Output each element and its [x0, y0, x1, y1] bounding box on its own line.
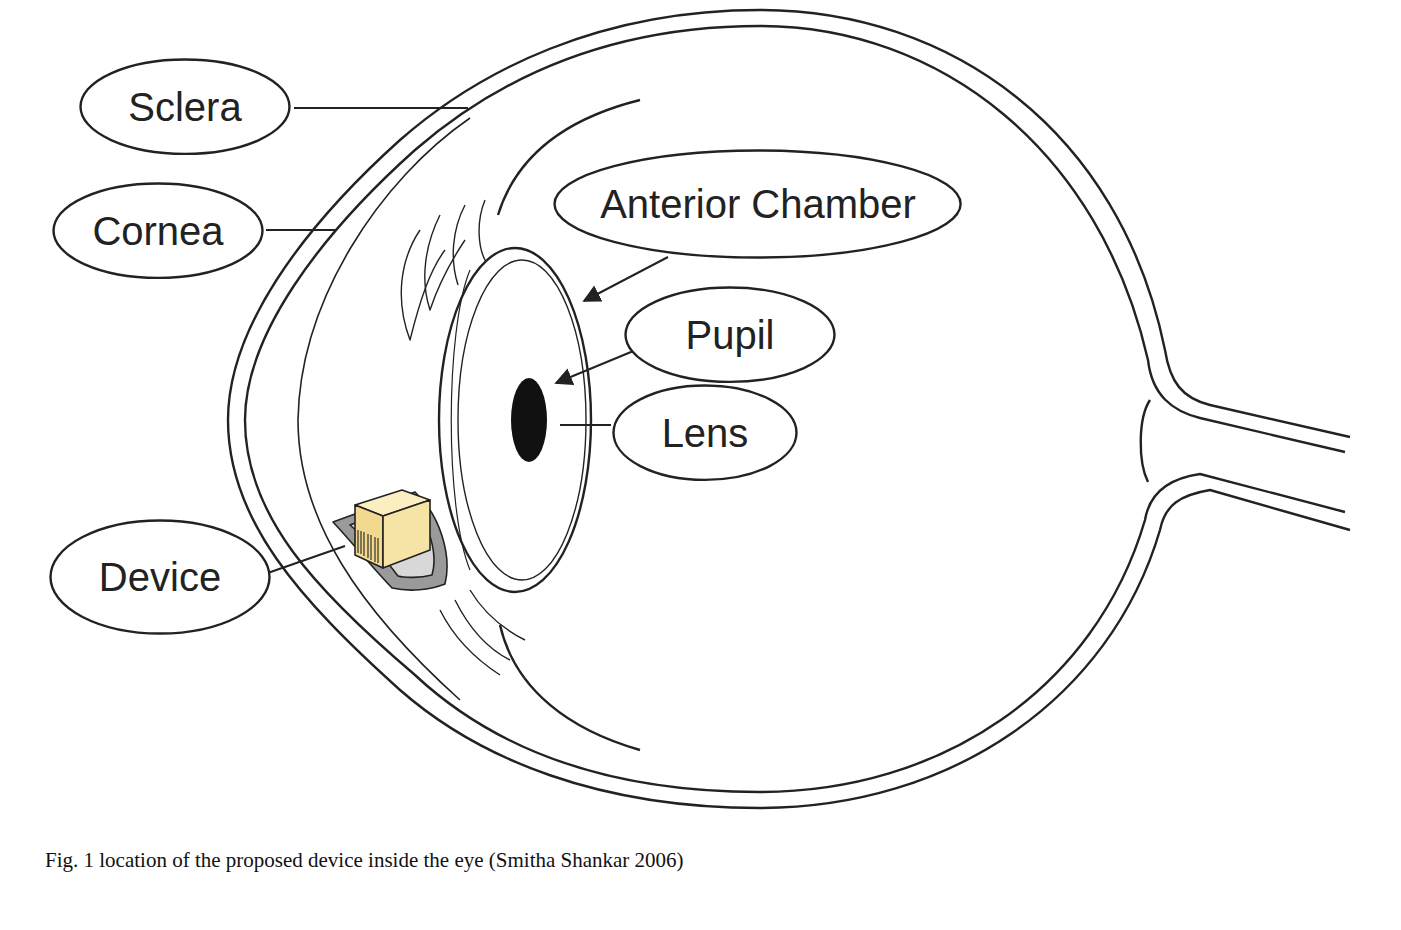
ciliary-fold	[453, 205, 465, 285]
label-ellipse: Anterior Chamber	[553, 149, 962, 259]
vitreous-boundary	[500, 625, 640, 750]
optic-junction	[1141, 400, 1150, 482]
device-front	[355, 505, 383, 568]
label-ellipse: Cornea	[52, 182, 264, 279]
label-ellipse: Pupil	[624, 286, 836, 383]
leader-line	[294, 107, 468, 109]
ellipse-shape	[626, 288, 835, 382]
ellipse-shape	[81, 60, 290, 154]
label-ellipse: Sclera	[79, 58, 291, 155]
label-text: Sclera	[128, 84, 241, 130]
leader-line	[262, 546, 345, 575]
ellipse-shape	[555, 151, 961, 258]
lens-disk	[439, 248, 591, 592]
ellipse-shape	[51, 521, 270, 634]
label-text: Cornea	[92, 208, 223, 254]
ciliary-fold	[455, 600, 510, 660]
device-side	[383, 500, 430, 568]
ciliary-fold	[440, 610, 500, 675]
ellipse-shape	[614, 386, 797, 480]
leader-line	[584, 257, 668, 301]
leader-line	[560, 424, 611, 426]
label-text: Lens	[662, 410, 749, 456]
label-text: Device	[99, 554, 221, 600]
leader-line	[266, 229, 336, 231]
label-text: Anterior Chamber	[600, 181, 916, 227]
ellipse-shape	[54, 184, 263, 278]
ciliary-fold	[479, 200, 486, 262]
ciliary-fold	[470, 590, 525, 640]
figure-caption: Fig. 1 location of the proposed device i…	[45, 848, 684, 873]
label-ellipse: Lens	[612, 384, 798, 481]
label-ellipse: Device	[49, 519, 271, 635]
device-implant	[333, 490, 447, 590]
label-text: Pupil	[686, 312, 775, 358]
ciliary-fold	[425, 215, 465, 310]
lens-rim	[458, 260, 586, 580]
lens-rim	[451, 270, 470, 570]
device-barcode	[358, 530, 378, 563]
ciliary-fold	[401, 230, 445, 340]
pupil	[511, 378, 547, 462]
sclera-inner	[245, 26, 1345, 792]
sclera-outer	[228, 10, 1350, 808]
